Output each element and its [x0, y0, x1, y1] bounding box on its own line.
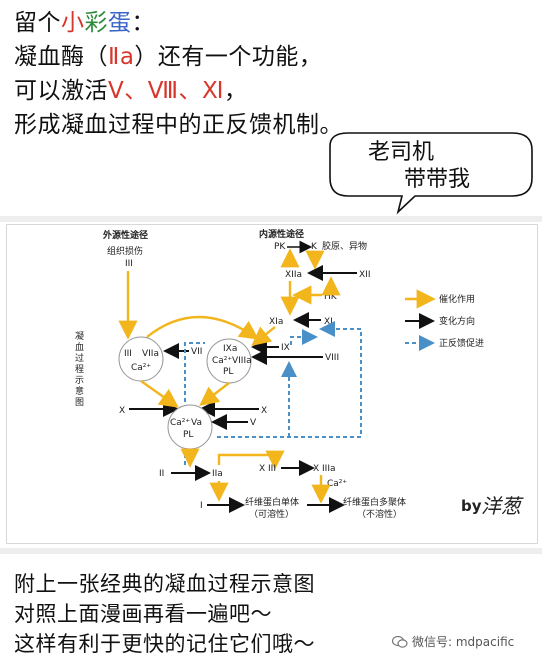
node-fibrin-poly: 纤维蛋白多聚体	[343, 496, 406, 508]
heading-part: 留个	[14, 10, 61, 36]
text-part: ）还有一个功能，	[134, 44, 323, 70]
coagulation-svg: 外源性途径 组织损伤 III 内源性途径 凝 血 过 程 示 意 图 PK K …	[75, 228, 524, 520]
divider	[0, 216, 542, 222]
vt-char: 过	[75, 352, 84, 364]
wechat-id: 微信号: mdpacific	[412, 635, 515, 649]
vt-char: 示	[75, 376, 84, 386]
node-collagen: 胶原、异物	[322, 240, 367, 252]
bubble-text-1: 老司机	[368, 140, 435, 165]
ca-label-1: Ca²⁺	[131, 363, 151, 373]
heading-part: 小	[61, 10, 85, 36]
thrombin-line: 凝血酶（Ⅱa）还有一个功能，	[14, 42, 322, 72]
heading-part: 彩	[84, 10, 108, 36]
comic-panel: 留个小彩蛋： 凝血酶（Ⅱa）还有一个功能， 可以激活Ⅴ、Ⅷ、Ⅺ， 形成凝血过程中…	[0, 0, 542, 218]
node-PL1: PL	[223, 367, 233, 377]
vt-char: 意	[75, 385, 84, 397]
wechat-icon	[392, 635, 408, 648]
legend-catalysis-label: 催化作用	[439, 293, 475, 305]
node-XIIIa: X IIIa	[313, 464, 336, 474]
node-VIIIa: VIIIa	[232, 356, 252, 366]
vertical-title: 凝 血 过 程 示 意 图	[75, 331, 87, 408]
ca-label-4: Ca²⁺	[327, 479, 347, 489]
node-IIa: IIa	[212, 469, 223, 479]
bottom-line-1: 附上一张经典的凝血过程示意图	[14, 572, 315, 596]
node-V: V	[250, 418, 257, 428]
text-part: 凝血酶（	[14, 44, 108, 70]
speech-bubble	[329, 132, 533, 215]
node-PK: PK	[274, 242, 286, 252]
node-I: I	[200, 501, 203, 511]
text-part: Ⅴ、Ⅷ、Ⅺ	[108, 78, 224, 104]
signature-by: by	[461, 497, 482, 515]
node-XIII: X III	[259, 464, 276, 474]
text-part: 可以激活	[14, 78, 108, 104]
node-Va: Va	[191, 418, 202, 428]
text-part: ，	[223, 78, 248, 104]
node-X-right: X	[261, 406, 267, 416]
coagulation-diagram: 外源性途径 组织损伤 III 内源性途径 凝 血 过 程 示 意 图 PK K …	[6, 224, 538, 544]
vt-char: 图	[75, 397, 84, 408]
node-K: K	[311, 242, 318, 252]
ca-label-2: Ca²⁺	[212, 356, 232, 366]
node-XIIa: XIIa	[285, 270, 302, 280]
vt-char: 程	[75, 364, 84, 375]
node-III-c: III	[124, 349, 132, 359]
node-IX: IX	[281, 343, 290, 353]
node-X-left: X	[119, 406, 125, 416]
node-XII: XII	[359, 270, 370, 280]
node-VIII: VIII	[325, 353, 339, 363]
tissue-damage-label: 组织损伤	[107, 245, 143, 257]
text-part: Ⅱa	[108, 44, 135, 70]
node-II: II	[159, 469, 164, 479]
activate-line: 可以激活Ⅴ、Ⅷ、Ⅺ，	[14, 76, 247, 106]
wechat-watermark: 微信号: mdpacific	[392, 633, 514, 650]
node-III-top: III	[125, 259, 133, 269]
heading-part: 蛋	[108, 10, 132, 36]
node-fibrin-mono: 纤维蛋白单体	[245, 496, 299, 508]
vt-char: 凝	[75, 331, 84, 342]
node-XIa: XIa	[269, 317, 283, 327]
node-IXa: IXa	[223, 344, 237, 354]
legend-feedback-label: 正反馈促进	[439, 337, 484, 349]
easter-egg-heading: 留个小彩蛋：	[14, 8, 155, 38]
feedback-line: 形成凝血过程中的正反馈机制。	[14, 112, 343, 138]
bottom-line-3: 这样有利于更快的记住它们哦～	[14, 632, 315, 656]
legend-change-label: 变化方向	[439, 315, 475, 327]
intrinsic-title: 内源性途径	[259, 228, 304, 240]
node-HK: HK	[324, 292, 338, 302]
node-VIIa: VIIa	[142, 349, 159, 359]
vt-char: 血	[75, 341, 84, 353]
ca-label-3: Ca²⁺	[170, 418, 190, 428]
divider	[0, 548, 542, 554]
node-PL2: PL	[183, 430, 193, 440]
node-XI: XI	[324, 317, 333, 327]
node-fibrin-mono-sub: （可溶性）	[249, 508, 294, 520]
bottom-line-2: 对照上面漫画再看一遍吧～	[14, 602, 272, 626]
bubble-text-2: 带带我	[404, 167, 471, 192]
node-VII: VII	[191, 347, 202, 357]
heading-part: ：	[131, 10, 155, 36]
extrinsic-title: 外源性途径	[102, 229, 148, 241]
node-fibrin-poly-sub: （不溶性）	[357, 508, 402, 520]
signature-name: 洋葱	[481, 494, 524, 518]
